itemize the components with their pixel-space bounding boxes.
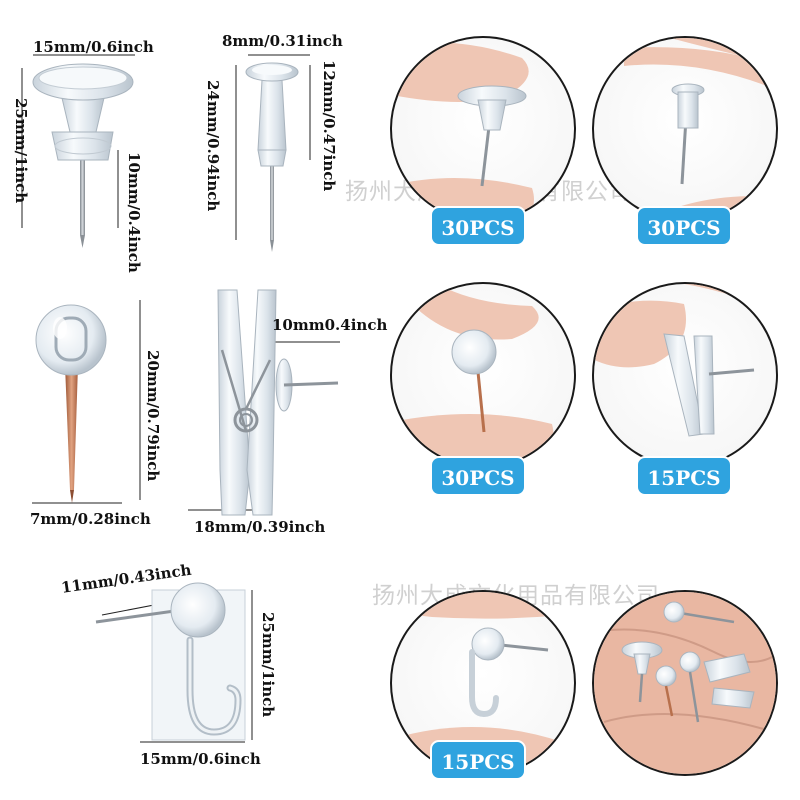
- dim-label: 18mm/0.39inch: [194, 518, 326, 536]
- dim-label: 25mm/1inch: [12, 98, 30, 204]
- dim-label: 15mm/0.6inch: [140, 750, 261, 768]
- dim-label: 20mm/0.79inch: [144, 350, 162, 482]
- dim-label: 12mm/0.47inch: [320, 60, 338, 192]
- dim-label: 10mm0.4inch: [272, 316, 388, 334]
- dim-label: 8mm/0.31inch: [222, 32, 343, 50]
- hook-pin-drawing: [95, 582, 246, 741]
- pushpin-flat-head-drawing: [32, 63, 134, 248]
- clip-pin-drawing: [217, 289, 339, 516]
- dim-label: 15mm/0.6inch: [33, 38, 154, 56]
- product-photo: [592, 590, 778, 776]
- dim-label: 25mm/1inch: [259, 612, 277, 718]
- product-photo: [592, 36, 778, 222]
- quantity-badge: 30PCS: [430, 456, 526, 496]
- ball-head-pin-drawing: [35, 304, 107, 503]
- product-photo: [390, 36, 576, 222]
- pushpin-tall-head-drawing: [245, 62, 299, 252]
- dim-label: 24mm/0.94inch: [204, 80, 222, 212]
- quantity-badge: 15PCS: [430, 740, 526, 780]
- product-photo: [592, 282, 778, 468]
- product-photo: [390, 282, 576, 468]
- dim-label: 7mm/0.28inch: [30, 510, 151, 528]
- quantity-badge: 15PCS: [636, 456, 732, 496]
- quantity-badge: 30PCS: [430, 206, 526, 246]
- diagram-drawings: [21, 54, 340, 743]
- dimension-lines: [21, 54, 340, 743]
- quantity-badge: 30PCS: [636, 206, 732, 246]
- dim-label: 10mm/0.4inch: [125, 152, 143, 273]
